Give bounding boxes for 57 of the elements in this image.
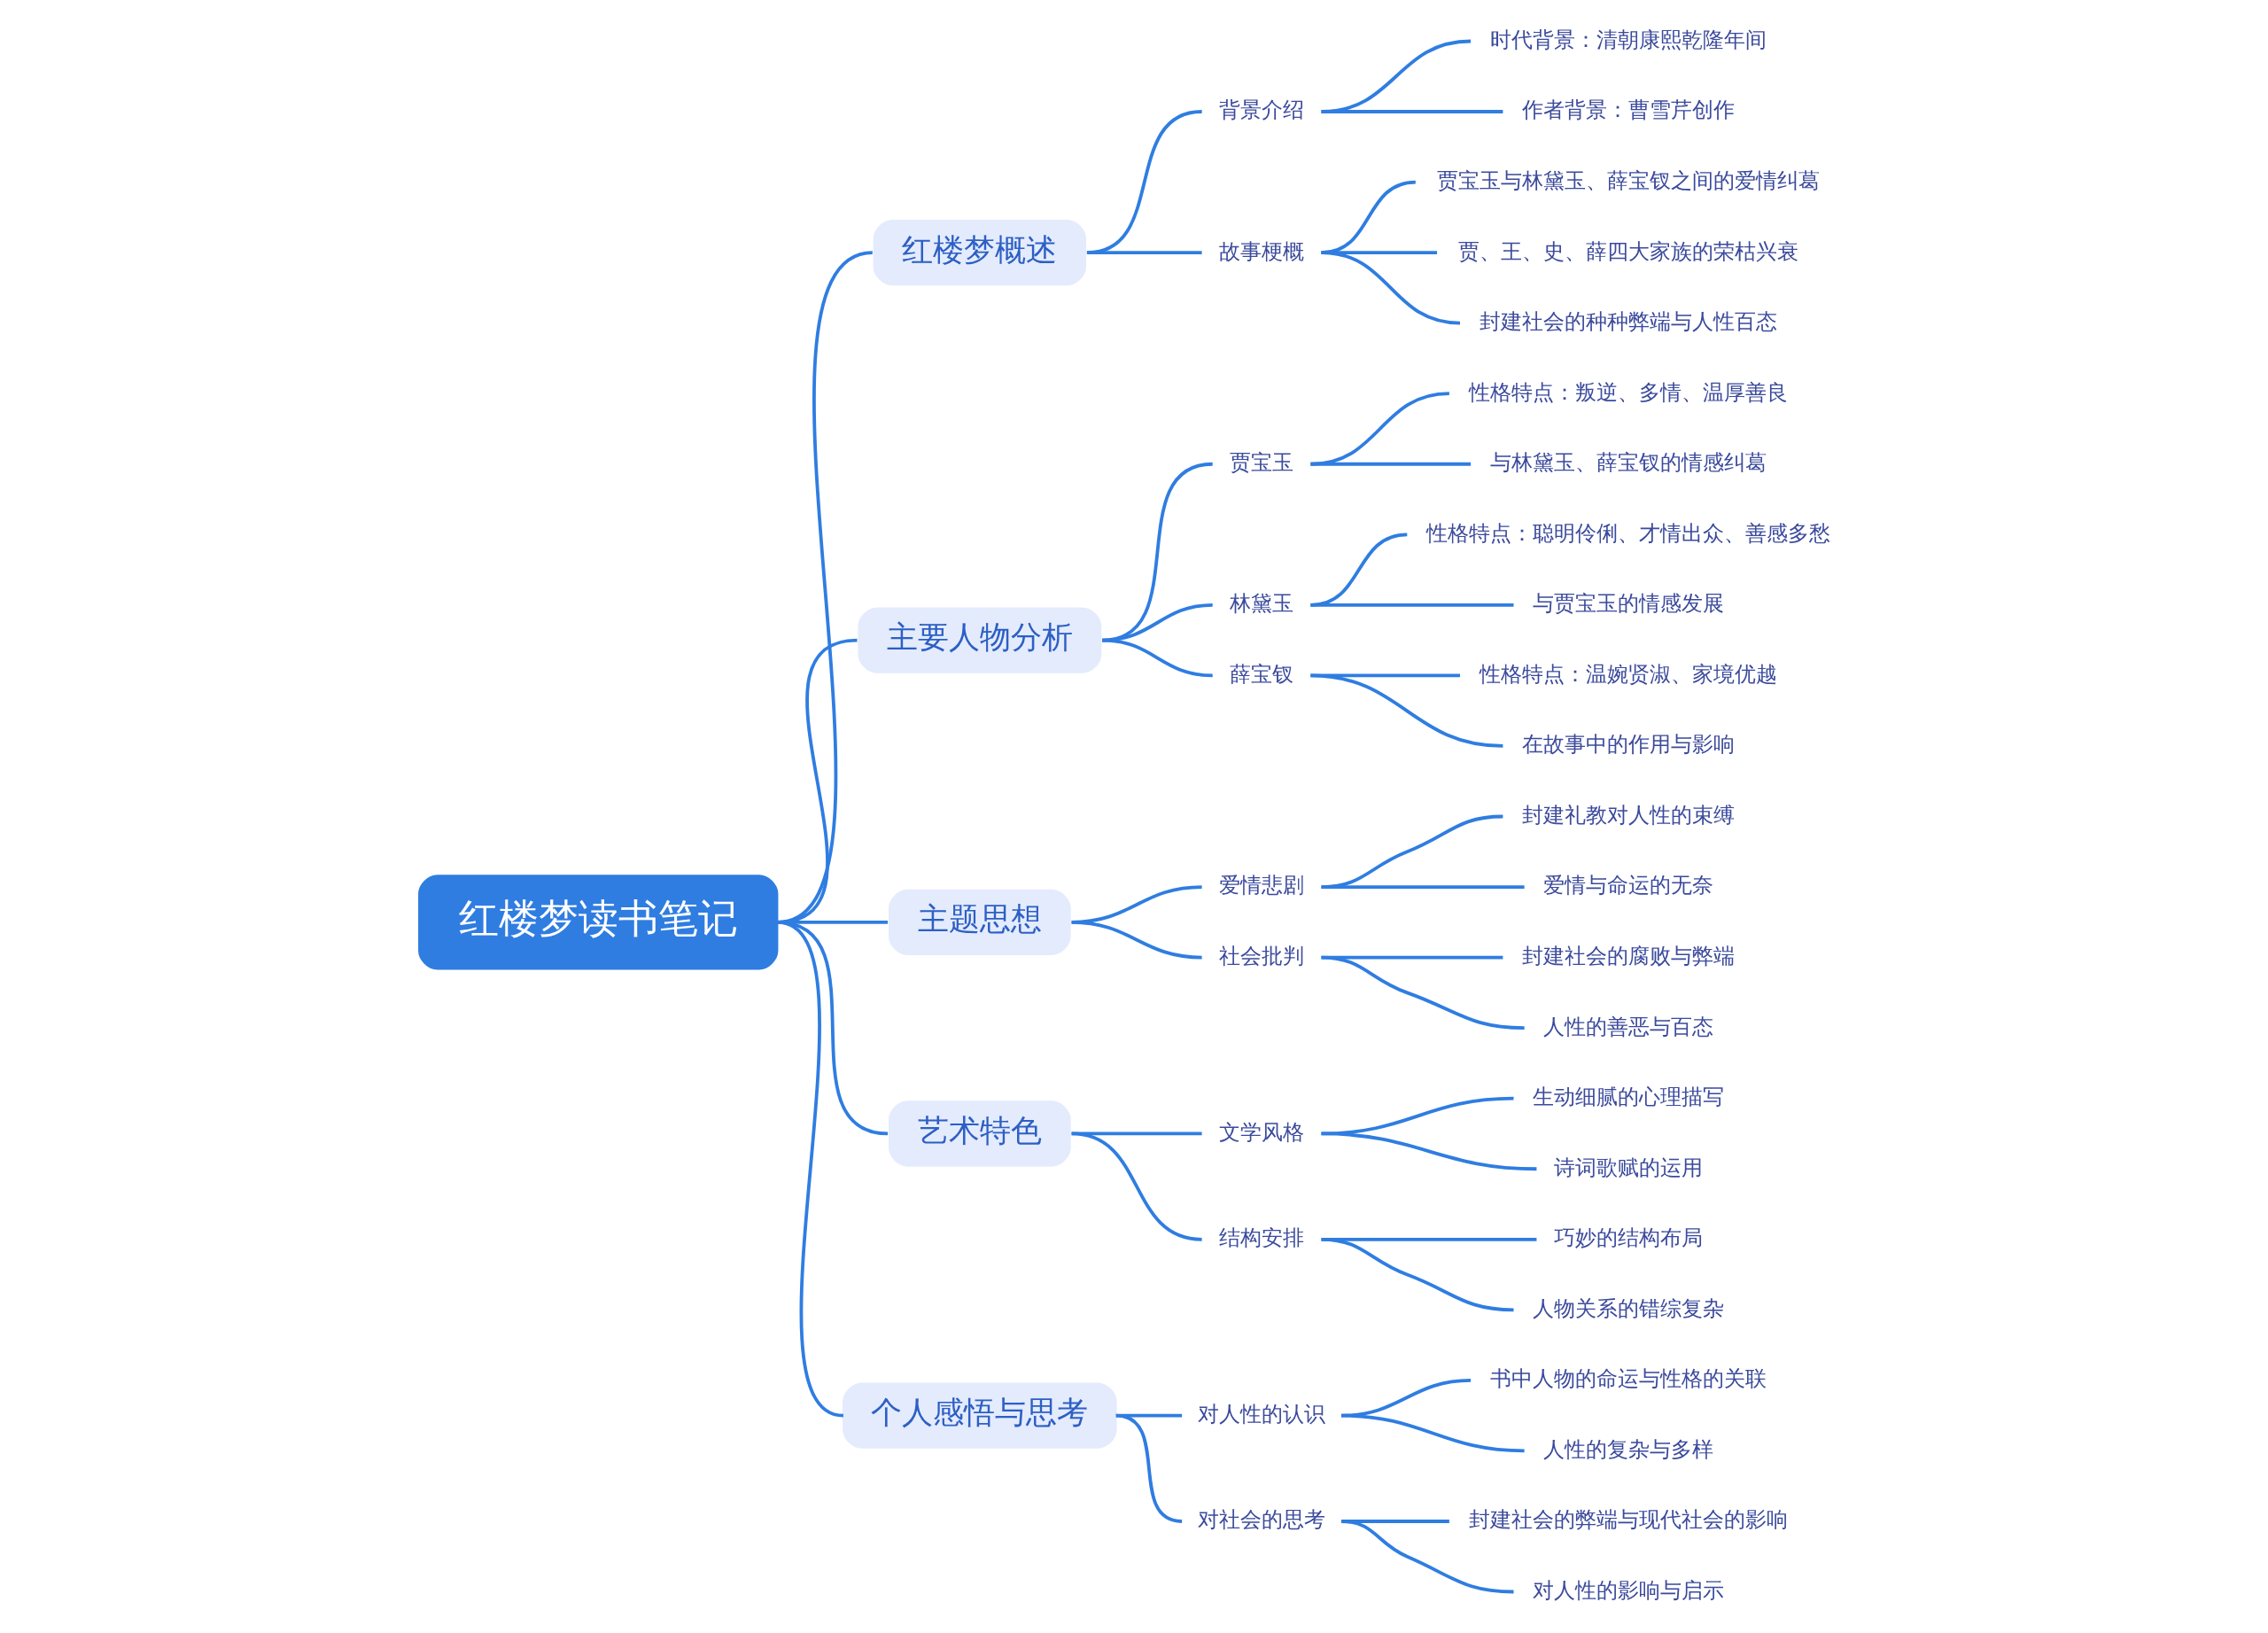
node-text: 故事梗概 [1218, 238, 1304, 264]
node-box: 红楼梦概述 [873, 219, 1086, 286]
node-box: 个人感悟与思考 [842, 1382, 1117, 1449]
node-text: 贾宝玉与林黛玉、薛宝钗之间的爱情纠葛 [1436, 167, 1820, 193]
connector [1309, 603, 1513, 607]
node-text: 巧妙的结构布局 [1553, 1225, 1703, 1251]
connector [1320, 885, 1525, 889]
node-text: 书中人物的命运与性格的关联 [1489, 1366, 1767, 1392]
node-text: 贾、王、史、薛四大家族的荣枯兴衰 [1457, 238, 1798, 264]
node-text: 诗词歌赋的运用 [1553, 1155, 1703, 1180]
connector [1086, 110, 1202, 254]
connector [1309, 462, 1471, 466]
node-text: 对人性的认识 [1197, 1402, 1325, 1427]
node-text: 人物关系的错综复杂 [1532, 1295, 1724, 1321]
node-text: 薛宝钗 [1229, 661, 1293, 687]
connector [1320, 1131, 1536, 1171]
node-text: 生动细腻的心理描写 [1532, 1085, 1724, 1110]
node-box: 红楼梦读书笔记 [417, 875, 778, 970]
node-text: 封建社会的腐败与弊端 [1521, 943, 1735, 968]
connector [1320, 1237, 1514, 1312]
node-text: 封建社会的种种弊端与人性百态 [1479, 309, 1777, 335]
connector [1320, 251, 1460, 325]
node-text: 爱情与命运的无奈 [1542, 873, 1713, 898]
node-text: 性格特点：温婉贤淑、家境优越 [1479, 661, 1777, 687]
node-text: 性格特点：叛逆、多情、温厚善良 [1468, 379, 1788, 405]
node-text: 文学风格 [1218, 1119, 1304, 1145]
connector [1101, 638, 1213, 678]
node-text: 爱情悲剧 [1218, 873, 1304, 898]
connector [1086, 251, 1202, 254]
node-text: 封建社会的弊端与现代社会的影响 [1468, 1507, 1788, 1533]
node-text: 作者背景：曹雪芹创作 [1521, 97, 1735, 123]
node-text: 封建礼教对人性的束缚 [1521, 802, 1735, 828]
connector [1320, 955, 1525, 1030]
node-text: 对人性的影响与启示 [1532, 1577, 1724, 1603]
node-text: 对社会的思考 [1197, 1507, 1325, 1533]
node-text: 与林黛玉、薛宝钗的情感纠葛 [1489, 450, 1767, 476]
node-text: 时代背景：清朝康熙乾隆年间 [1489, 27, 1767, 52]
node-text: 社会批判 [1218, 943, 1304, 968]
node-text: 背景介绍 [1218, 97, 1304, 123]
node-text: 性格特点：聪明伶俐、才情出众、善感多愁 [1425, 520, 1830, 546]
node-text: 人性的复杂与多样 [1542, 1436, 1713, 1462]
connector [1320, 110, 1503, 113]
node-box: 主要人物分析 [857, 607, 1101, 673]
node-text: 结构安排 [1218, 1225, 1304, 1251]
connector [1340, 1413, 1525, 1453]
connector [1071, 920, 1202, 960]
node-text: 在故事中的作用与影响 [1521, 732, 1735, 758]
node-text: 与贾宝玉的情感发展 [1532, 591, 1724, 617]
connector [1115, 1413, 1182, 1523]
node-text: 人性的善恶与百态 [1542, 1014, 1713, 1039]
node-text: 贾宝玉 [1229, 450, 1293, 476]
node-box: 艺术特色 [888, 1100, 1071, 1167]
connector [1340, 1520, 1514, 1594]
node-box: 主题思想 [888, 889, 1071, 955]
node-text: 林黛玉 [1229, 591, 1293, 617]
connector [1309, 673, 1503, 748]
connector [1070, 1131, 1202, 1241]
